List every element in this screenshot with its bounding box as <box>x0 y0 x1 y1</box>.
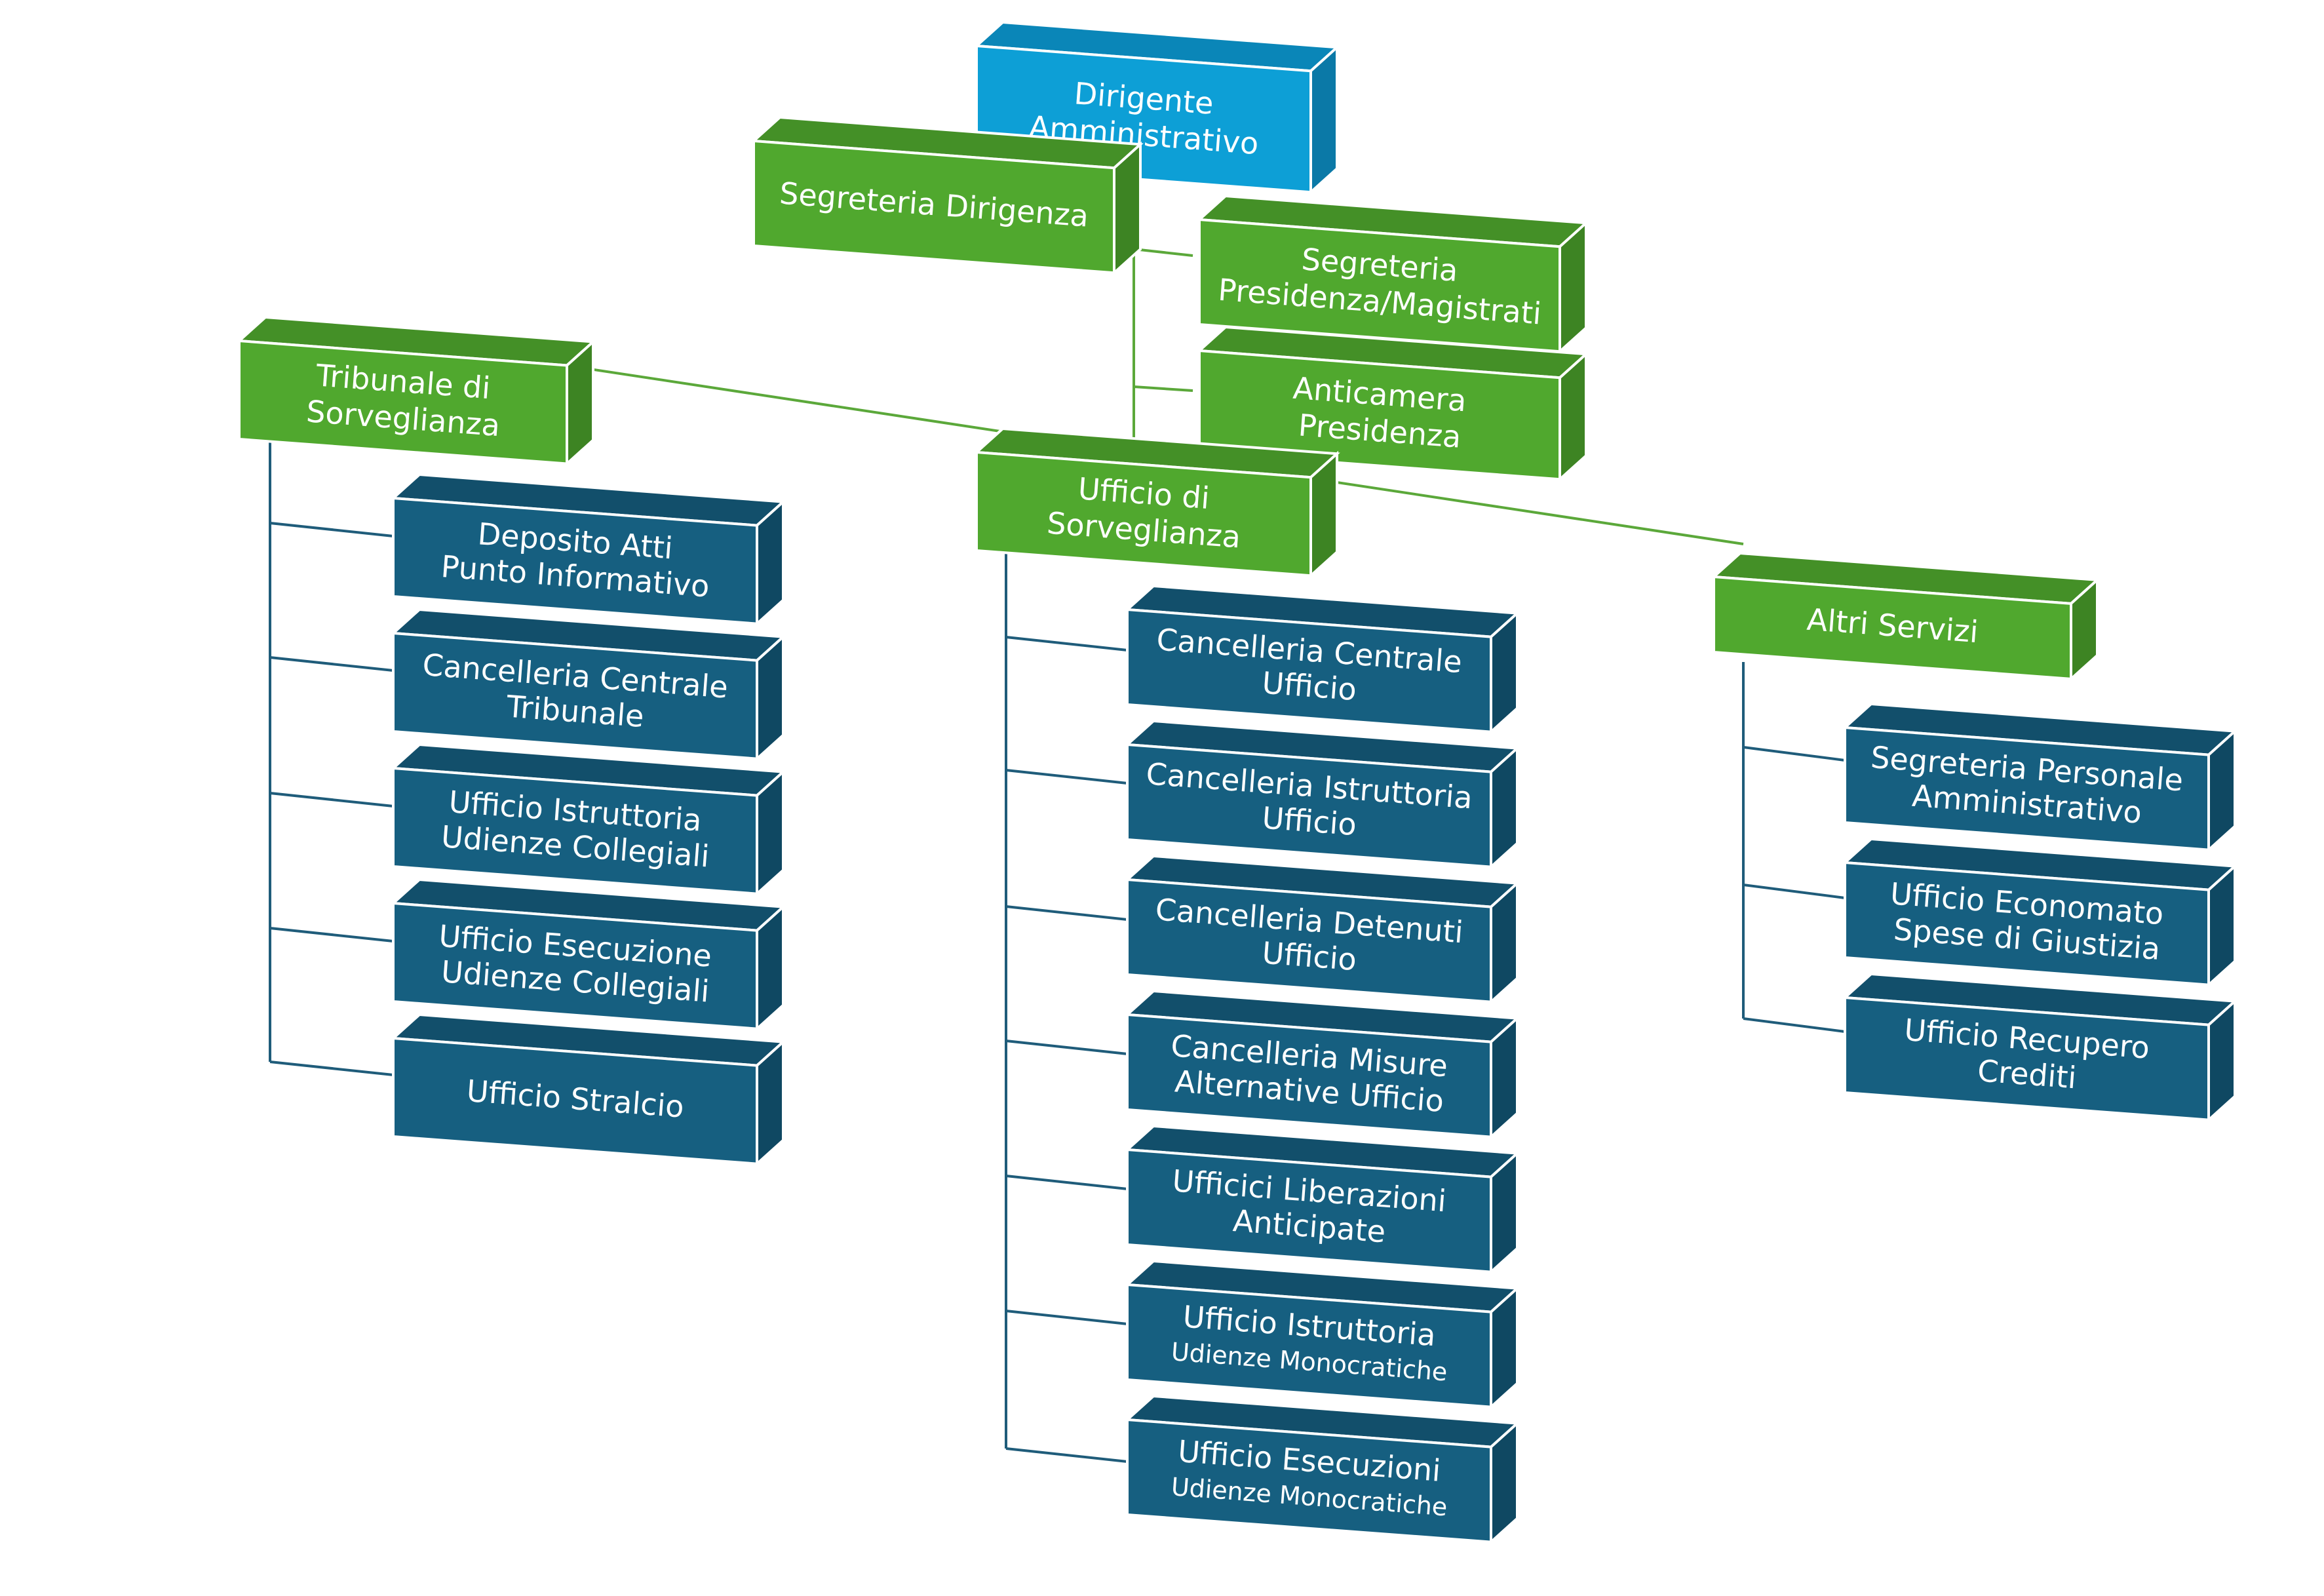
root-box-side-face <box>1309 44 1338 195</box>
staff-box-anticamera-presidenza-side-face <box>1559 351 1587 482</box>
unit-box-tribunale-4-front-face <box>392 901 758 1030</box>
department-box-altri: Altri Servizi <box>1711 551 2101 682</box>
ufficio-tree-branch-1 <box>1005 636 1128 652</box>
ufficio-tree-branch-7 <box>1005 1447 1128 1463</box>
unit-box-tribunale-2-front-face <box>392 631 758 760</box>
unit-box-tribunale-5-front-face <box>392 1036 758 1165</box>
unit-box-altri-3-front-face <box>1844 996 2210 1121</box>
tribunale-tree-branch-1 <box>269 522 394 537</box>
unit-box-ufficio-3-label-2: Ufficio <box>1261 935 1358 977</box>
staff-box-anticamera-presidenza-front-face <box>1198 349 1561 481</box>
tribunale-tree-branch-4 <box>269 927 394 943</box>
staff-connector-anticamera <box>1133 385 1193 392</box>
department-box-ufficio-front-face <box>975 450 1312 577</box>
unit-box-ufficio-2-front-face <box>1126 743 1492 868</box>
unit-box-altri-1-front-face <box>1844 726 2210 851</box>
unit-box-tribunale-3-front-face <box>392 766 758 895</box>
staff-box-segreteria-dirigenza-side-face <box>1113 141 1142 276</box>
ufficio-tree-branch-4 <box>1005 1040 1128 1055</box>
altri-tree-branch-3 <box>1743 1017 1846 1033</box>
tribunale-tree-branch-3 <box>269 792 394 808</box>
unit-box-ufficio-5-front-face <box>1126 1148 1492 1274</box>
staff-box-segreteria-presidenza-side-face <box>1559 220 1587 355</box>
staff-connector-right <box>1133 248 1193 257</box>
unit-box-altri-3-label-2: Crediti <box>1976 1053 2078 1095</box>
unit-box-tribunale-1-front-face <box>392 496 758 625</box>
unit-box-tribunale-5: Ufficio Stralcio <box>390 1013 786 1167</box>
unit-box-ufficio-2-label-2: Ufficio <box>1261 800 1358 842</box>
unit-box-altri-2-front-face <box>1844 861 2210 986</box>
ufficio-tree-branch-3 <box>1005 905 1128 921</box>
unit-box-ufficio-7-front-face <box>1126 1418 1492 1544</box>
staff-box-segreteria-dirigenza: Segreteria Dirigenza <box>750 115 1144 276</box>
unit-box-ufficio-1-front-face <box>1126 608 1492 733</box>
staff-box-segreteria-dirigenza-front-face <box>752 139 1115 275</box>
tribunale-tree-branch-2 <box>269 656 394 672</box>
unit-box-ufficio-6-front-face <box>1126 1283 1492 1409</box>
unit-box-ufficio-1-label-2: Ufficio <box>1261 665 1358 707</box>
ufficio-tree-branch-2 <box>1005 769 1128 785</box>
altri-tree-branch-1 <box>1743 746 1846 762</box>
altri-tree-branch-2 <box>1743 884 1846 899</box>
unit-box-ufficio-4-front-face <box>1126 1013 1492 1139</box>
department-box-tribunale-front-face <box>238 339 568 465</box>
department-box-altri-front-face <box>1713 575 2072 681</box>
tribunale-tree-branch-5 <box>269 1061 394 1076</box>
ufficio-tree-branch-5 <box>1005 1175 1128 1190</box>
unit-box-ufficio-3-front-face <box>1126 878 1492 1003</box>
ufficio-tree-branch-6 <box>1005 1310 1128 1325</box>
